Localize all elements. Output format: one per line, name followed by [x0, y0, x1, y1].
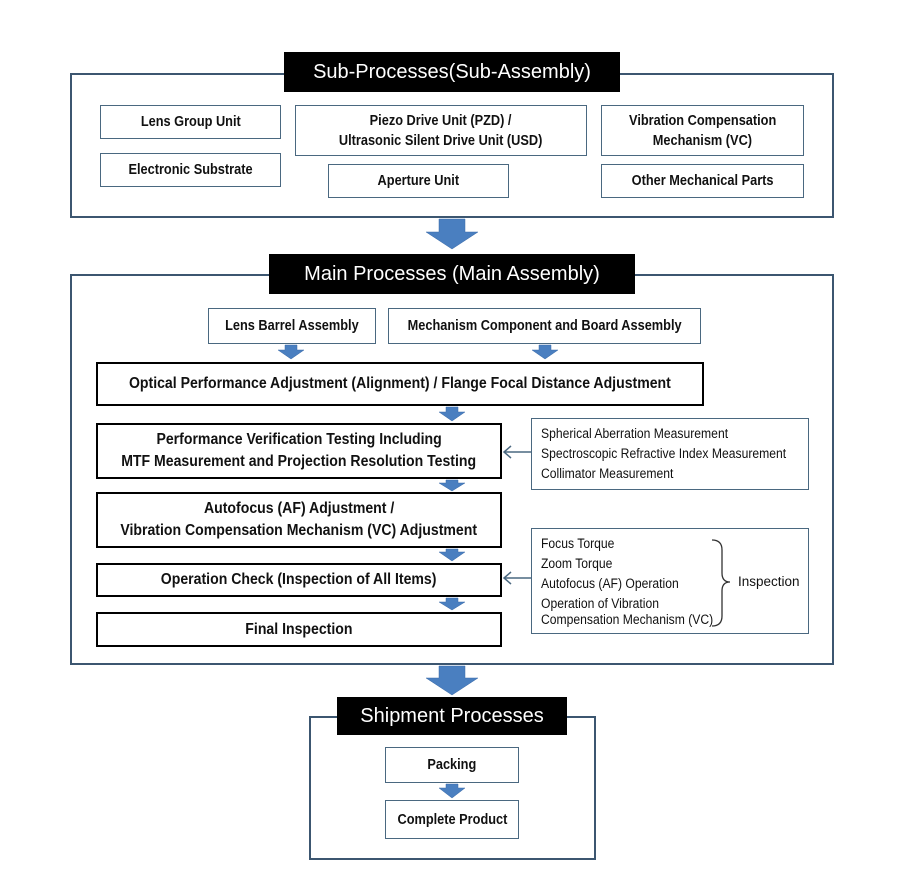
- aperture-unit-box: Aperture Unit: [328, 164, 509, 198]
- mechanism-board-assembly-box: Mechanism Component and Board Assembly: [388, 308, 701, 344]
- other-mechanical-parts-box: Other Mechanical Parts: [601, 164, 804, 198]
- complete-product-label: Complete Product: [397, 811, 507, 828]
- inspection-brace: [711, 539, 731, 627]
- mechanism-board-assembly-label: Mechanism Component and Board Assembly: [407, 318, 682, 334]
- vc-line2: Mechanism (VC): [652, 132, 753, 149]
- main-processes-title: Main Processes (Main Assembly): [269, 254, 635, 294]
- optical-adjustment-box: Optical Performance Adjustment (Alignmen…: [96, 362, 704, 406]
- electronic-substrate-box: Electronic Substrate: [100, 153, 281, 187]
- operation-check-label: Operation Check (Inspection of All Items…: [161, 571, 437, 588]
- performance-line1: Performance Verification Testing Includi…: [156, 431, 442, 448]
- sub-processes-title: Sub-Processes(Sub-Assembly): [284, 52, 620, 92]
- vc-mechanism-box: Vibration Compensation Mechanism (VC): [601, 105, 804, 156]
- main-processes-title-text: Main Processes (Main Assembly): [304, 262, 600, 285]
- inspection-list-box: Focus Torque Zoom Torque Autofocus (AF) …: [531, 528, 809, 634]
- piezo-line2: Ultrasonic Silent Drive Unit (USD): [339, 132, 543, 149]
- connector-measurements-head: [502, 445, 512, 459]
- piezo-drive-unit-box: Piezo Drive Unit (PZD) / Ultrasonic Sile…: [295, 105, 587, 156]
- arrow-packing-down: [438, 783, 466, 799]
- af-vc-adjustment-box: Autofocus (AF) Adjustment / Vibration Co…: [96, 492, 502, 548]
- other-mechanical-parts-label: Other Mechanical Parts: [631, 173, 774, 189]
- operation-check-box: Operation Check (Inspection of All Items…: [96, 563, 502, 597]
- arrow-main-to-shipment: [425, 665, 479, 696]
- arrow-performance-down: [438, 479, 466, 492]
- inspection-item: Focus Torque: [541, 536, 615, 551]
- shipment-title-text: Shipment Processes: [360, 704, 544, 727]
- vc-line1: Vibration Compensation: [628, 112, 777, 129]
- side-connectors: [502, 445, 531, 585]
- shipment-title: Shipment Processes: [337, 697, 567, 735]
- arrow-operation-down: [438, 597, 466, 611]
- aperture-unit-label: Aperture Unit: [377, 173, 460, 189]
- performance-line2: MTF Measurement and Projection Resolutio…: [121, 453, 477, 470]
- arrow-optical-down: [438, 406, 466, 422]
- packing-box: Packing: [385, 747, 519, 783]
- complete-product-box: Complete Product: [385, 800, 519, 839]
- measurement-item: Collimator Measurement: [541, 466, 674, 481]
- inspection-item: Compensation Mechanism (VC): [541, 612, 714, 627]
- af-line2: Vibration Compensation Mechanism (VC) Ad…: [120, 522, 478, 539]
- arrow-af-down: [438, 548, 466, 562]
- inspection-item: Zoom Torque: [541, 556, 613, 571]
- optical-adjustment-label: Optical Performance Adjustment (Alignmen…: [129, 375, 671, 392]
- arrow-sub-to-main: [425, 218, 479, 250]
- performance-verification-box: Performance Verification Testing Includi…: [96, 423, 502, 479]
- final-inspection-label: Final Inspection: [245, 620, 353, 638]
- lens-barrel-assembly-box: Lens Barrel Assembly: [208, 308, 376, 344]
- piezo-line1: Piezo Drive Unit (PZD) /: [370, 112, 512, 129]
- packing-label: Packing: [427, 757, 477, 773]
- lens-group-unit-box: Lens Group Unit: [100, 105, 281, 139]
- inspection-item: Autofocus (AF) Operation: [541, 576, 679, 591]
- measurements-list-box: Spherical Aberration Measurement Spectro…: [531, 418, 809, 490]
- measurement-item: Spectroscopic Refractive Index Measureme…: [541, 446, 787, 461]
- inspection-label: Inspection: [738, 574, 800, 589]
- arrow-lens-barrel-down: [277, 344, 305, 360]
- arrow-mechanism-down: [531, 344, 559, 360]
- measurement-item: Spherical Aberration Measurement: [541, 426, 729, 441]
- block-arrows: [277, 218, 559, 799]
- af-line1: Autofocus (AF) Adjustment /: [203, 500, 395, 517]
- lens-group-unit-label: Lens Group Unit: [140, 114, 241, 130]
- connector-inspection-head: [502, 571, 512, 585]
- inspection-item: Operation of Vibration: [541, 596, 659, 611]
- lens-barrel-assembly-label: Lens Barrel Assembly: [225, 318, 359, 334]
- electronic-substrate-label: Electronic Substrate: [128, 162, 253, 178]
- sub-processes-title-text: Sub-Processes(Sub-Assembly): [313, 60, 591, 83]
- final-inspection-box: Final Inspection: [96, 612, 502, 647]
